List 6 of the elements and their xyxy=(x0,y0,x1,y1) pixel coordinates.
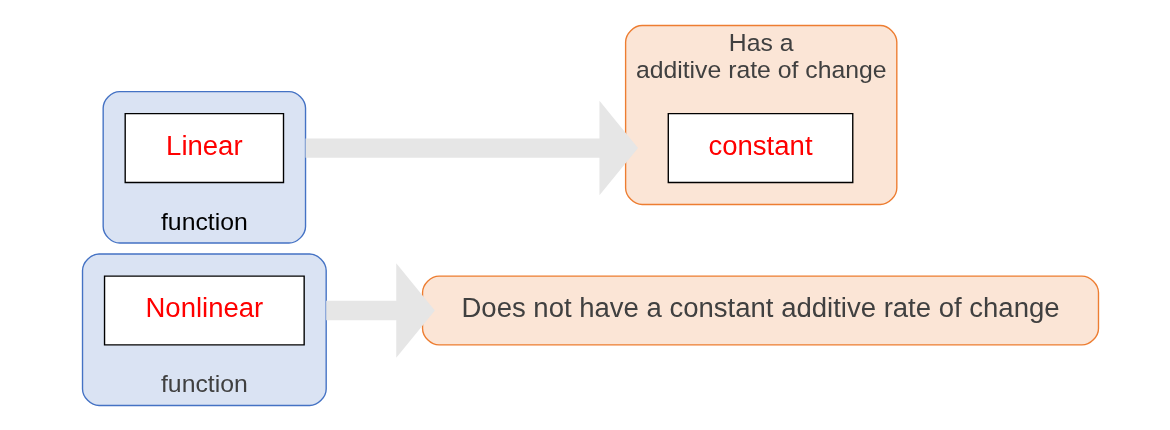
node-box: constant xyxy=(667,112,854,183)
arrow xyxy=(305,100,639,195)
node-box: Nonlinear xyxy=(103,274,305,346)
node-box: Linear xyxy=(124,112,285,183)
arrow xyxy=(326,262,435,358)
node-box: Does not have a constant additive rate of change xyxy=(421,274,1100,346)
